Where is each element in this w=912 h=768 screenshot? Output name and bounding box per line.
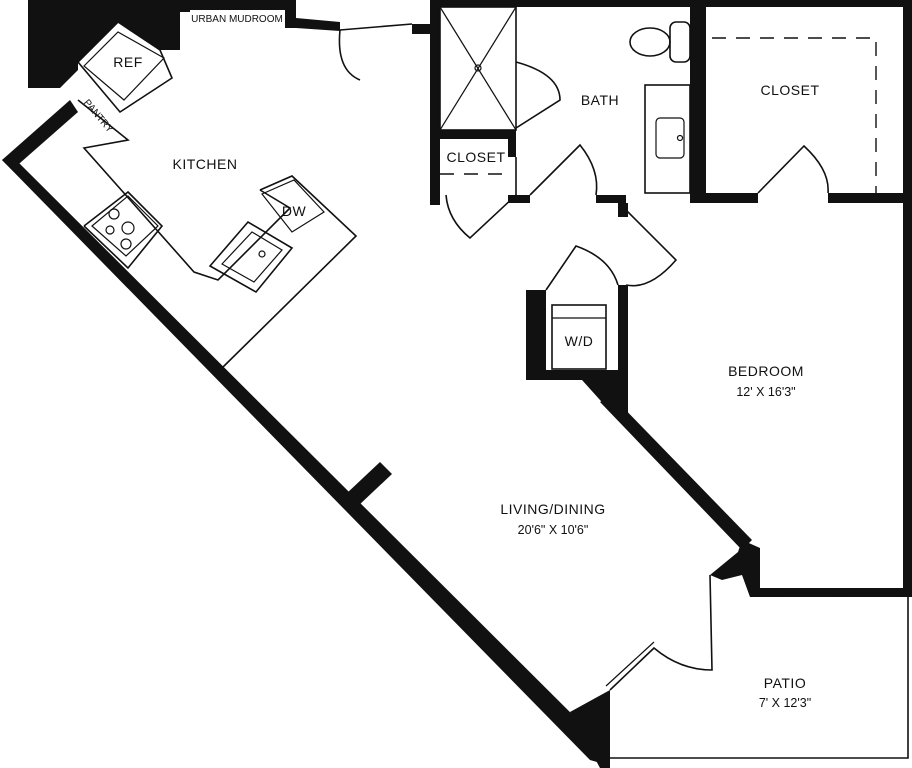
doors (338, 23, 829, 691)
dishwasher (261, 179, 325, 233)
patio-outline (610, 597, 909, 759)
closet-shelf (712, 37, 877, 193)
wd-label: W/D (565, 333, 594, 349)
living-dims: 20'6" X 10'6" (518, 523, 589, 537)
pantry-label: PANTRY (81, 98, 115, 136)
bedroom-label: BEDROOM (728, 363, 804, 379)
bath-label: BATH (581, 92, 619, 108)
ref-label: REF (113, 54, 143, 70)
room-labels: KITCHEN BATH CLOSET CLOSET BEDROOM 12' X… (173, 82, 819, 710)
toilet-icon (629, 21, 691, 63)
kitchen-casework (76, 20, 358, 369)
bedroom-window (780, 589, 900, 597)
walk-closet-label: CLOSET (760, 82, 819, 98)
dw-label: DW (282, 203, 307, 219)
refrigerator (76, 20, 173, 114)
patio-label: PATIO (764, 675, 806, 691)
hall-closet-label: CLOSET (446, 149, 505, 165)
washer-dryer (551, 304, 607, 370)
patio-dims: 7' X 12'3" (759, 696, 811, 710)
stove-icon (91, 195, 159, 257)
kitchen-sink-icon (208, 220, 294, 294)
vanity-sink-icon (644, 84, 691, 194)
bath-fixtures (439, 6, 691, 194)
interior-walls (346, 0, 912, 550)
living-label: LIVING/DINING (500, 501, 605, 517)
bedroom-dims: 12' X 16'3" (736, 385, 795, 399)
kitchen-label: KITCHEN (173, 156, 238, 172)
mudroom-label: URBAN MUDROOM (191, 14, 283, 25)
